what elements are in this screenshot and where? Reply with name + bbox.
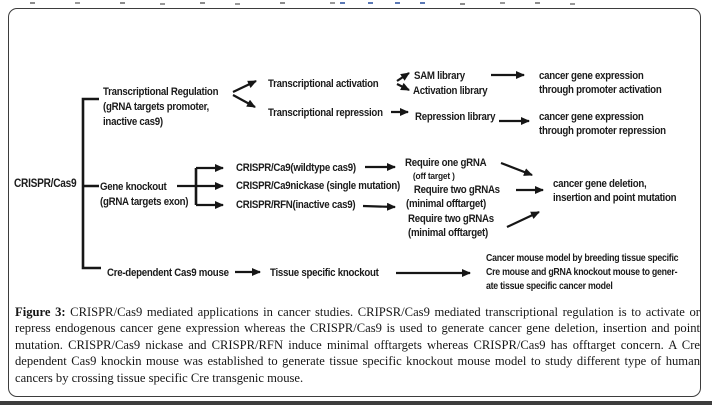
- figure-caption-text: CRISPR/Cas9 mediated applications in can…: [15, 305, 700, 385]
- node-line: (gRNA targets promoter,: [103, 101, 209, 113]
- node-activation-library: Activation library: [413, 85, 488, 97]
- node-line: inactive cas9): [103, 116, 163, 128]
- node-crispr-rfn: CRISPR/RFN(inactive cas9): [236, 199, 356, 211]
- node-line: cancer gene deletion,: [553, 178, 647, 190]
- node-crispr-cas9-root: CRISPR/Cas9: [14, 178, 77, 190]
- node-transcriptional-repression: Transcriptional repression: [268, 107, 383, 119]
- figure-caption: Figure 3: CRISPR/Cas9 mediated applicati…: [15, 304, 700, 386]
- node-line: (gRNA targets exon): [100, 196, 189, 208]
- node-require-one-grna: Require one gRNA (off target ): [405, 156, 487, 183]
- node-line: insertion and point mutation: [553, 192, 677, 204]
- node-line: through promoter activation: [539, 84, 662, 96]
- node-line: (minimal offtarget): [406, 198, 486, 210]
- node-transcriptional-activation: Transcriptional activation: [268, 78, 379, 90]
- figure-border-box: [8, 8, 701, 397]
- cropped-text-fragment: [30, 2, 35, 4]
- node-line: Cre mouse and gRNA knockout mouse to gen…: [486, 267, 678, 278]
- node-crispr-nickase: CRISPR/Ca9nickase (single mutation): [236, 180, 400, 192]
- node-line: Gene knockout: [100, 181, 167, 193]
- node-tissue-specific-knockout: Tissue specific knockout: [270, 267, 379, 279]
- node-cancer-mouse-model: Cancer mouse model by breeding tissue sp…: [486, 252, 679, 294]
- figure-caption-label: Figure 3:: [15, 305, 66, 319]
- node-crispr-wildtype: CRISPR/Ca9(wildtype cas9): [236, 162, 356, 174]
- node-line: cancer gene expression: [539, 70, 644, 82]
- node-outcome-gene-editing: cancer gene deletion, insertion and poin…: [553, 177, 677, 205]
- node-line: Transcriptional Regulation: [103, 86, 219, 98]
- node-require-two-grnas-rfn: Require two gRNAs (minimal offtarget): [408, 212, 494, 240]
- node-repression-library: Repression library: [415, 111, 496, 123]
- node-line: ate tissue specific cancer model: [486, 281, 613, 292]
- node-line: Require one gRNA: [405, 157, 487, 169]
- node-line: (minimal offtarget): [408, 227, 488, 239]
- node-line: Require two gRNAs: [413, 184, 500, 196]
- node-cre-dependent-mouse: Cre-dependent Cas9 mouse: [107, 267, 229, 279]
- node-gene-knockout: Gene knockout (gRNA targets exon): [100, 180, 188, 210]
- node-line: Require two gRNAs: [408, 213, 494, 225]
- node-require-two-grnas-nickase: Require two gRNAs (minimal offtarget): [406, 183, 500, 211]
- node-line: Cancer mouse model by breeding tissue sp…: [486, 253, 679, 264]
- node-line: cancer gene expression: [539, 111, 644, 123]
- cropped-link-fragment: [340, 2, 345, 4]
- node-sam-library: SAM library: [414, 70, 465, 82]
- bottom-divider-bar: [0, 401, 712, 405]
- node-transcriptional-regulation: Transcriptional Regulation (gRNA targets…: [103, 85, 219, 130]
- node-outcome-promoter-activation: cancer gene expression through promoter …: [539, 69, 662, 97]
- node-line: through promoter repression: [539, 125, 666, 137]
- node-outcome-promoter-repression: cancer gene expression through promoter …: [539, 110, 666, 138]
- node-subline: (off target ): [412, 171, 455, 182]
